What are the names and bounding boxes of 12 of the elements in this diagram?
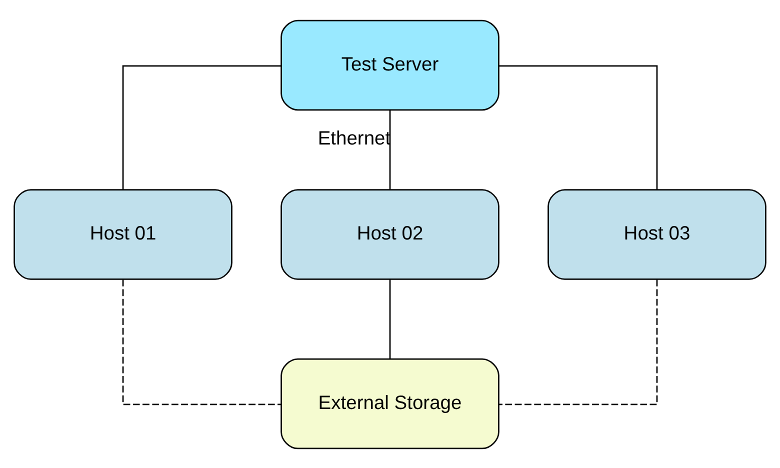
node-box: Host 03 bbox=[548, 188, 766, 280]
node-box: External Storage bbox=[280, 358, 500, 449]
node-box: Host 01 bbox=[14, 188, 232, 280]
connector bbox=[498, 279, 658, 405]
node-box: Test Server bbox=[280, 19, 500, 110]
connector bbox=[389, 278, 391, 358]
connector bbox=[122, 279, 282, 405]
connector bbox=[498, 64, 658, 190]
edge-label: Ethernet bbox=[318, 128, 391, 150]
node-box: Host 02 bbox=[280, 188, 500, 280]
connector bbox=[389, 110, 391, 189]
connector bbox=[122, 64, 282, 190]
